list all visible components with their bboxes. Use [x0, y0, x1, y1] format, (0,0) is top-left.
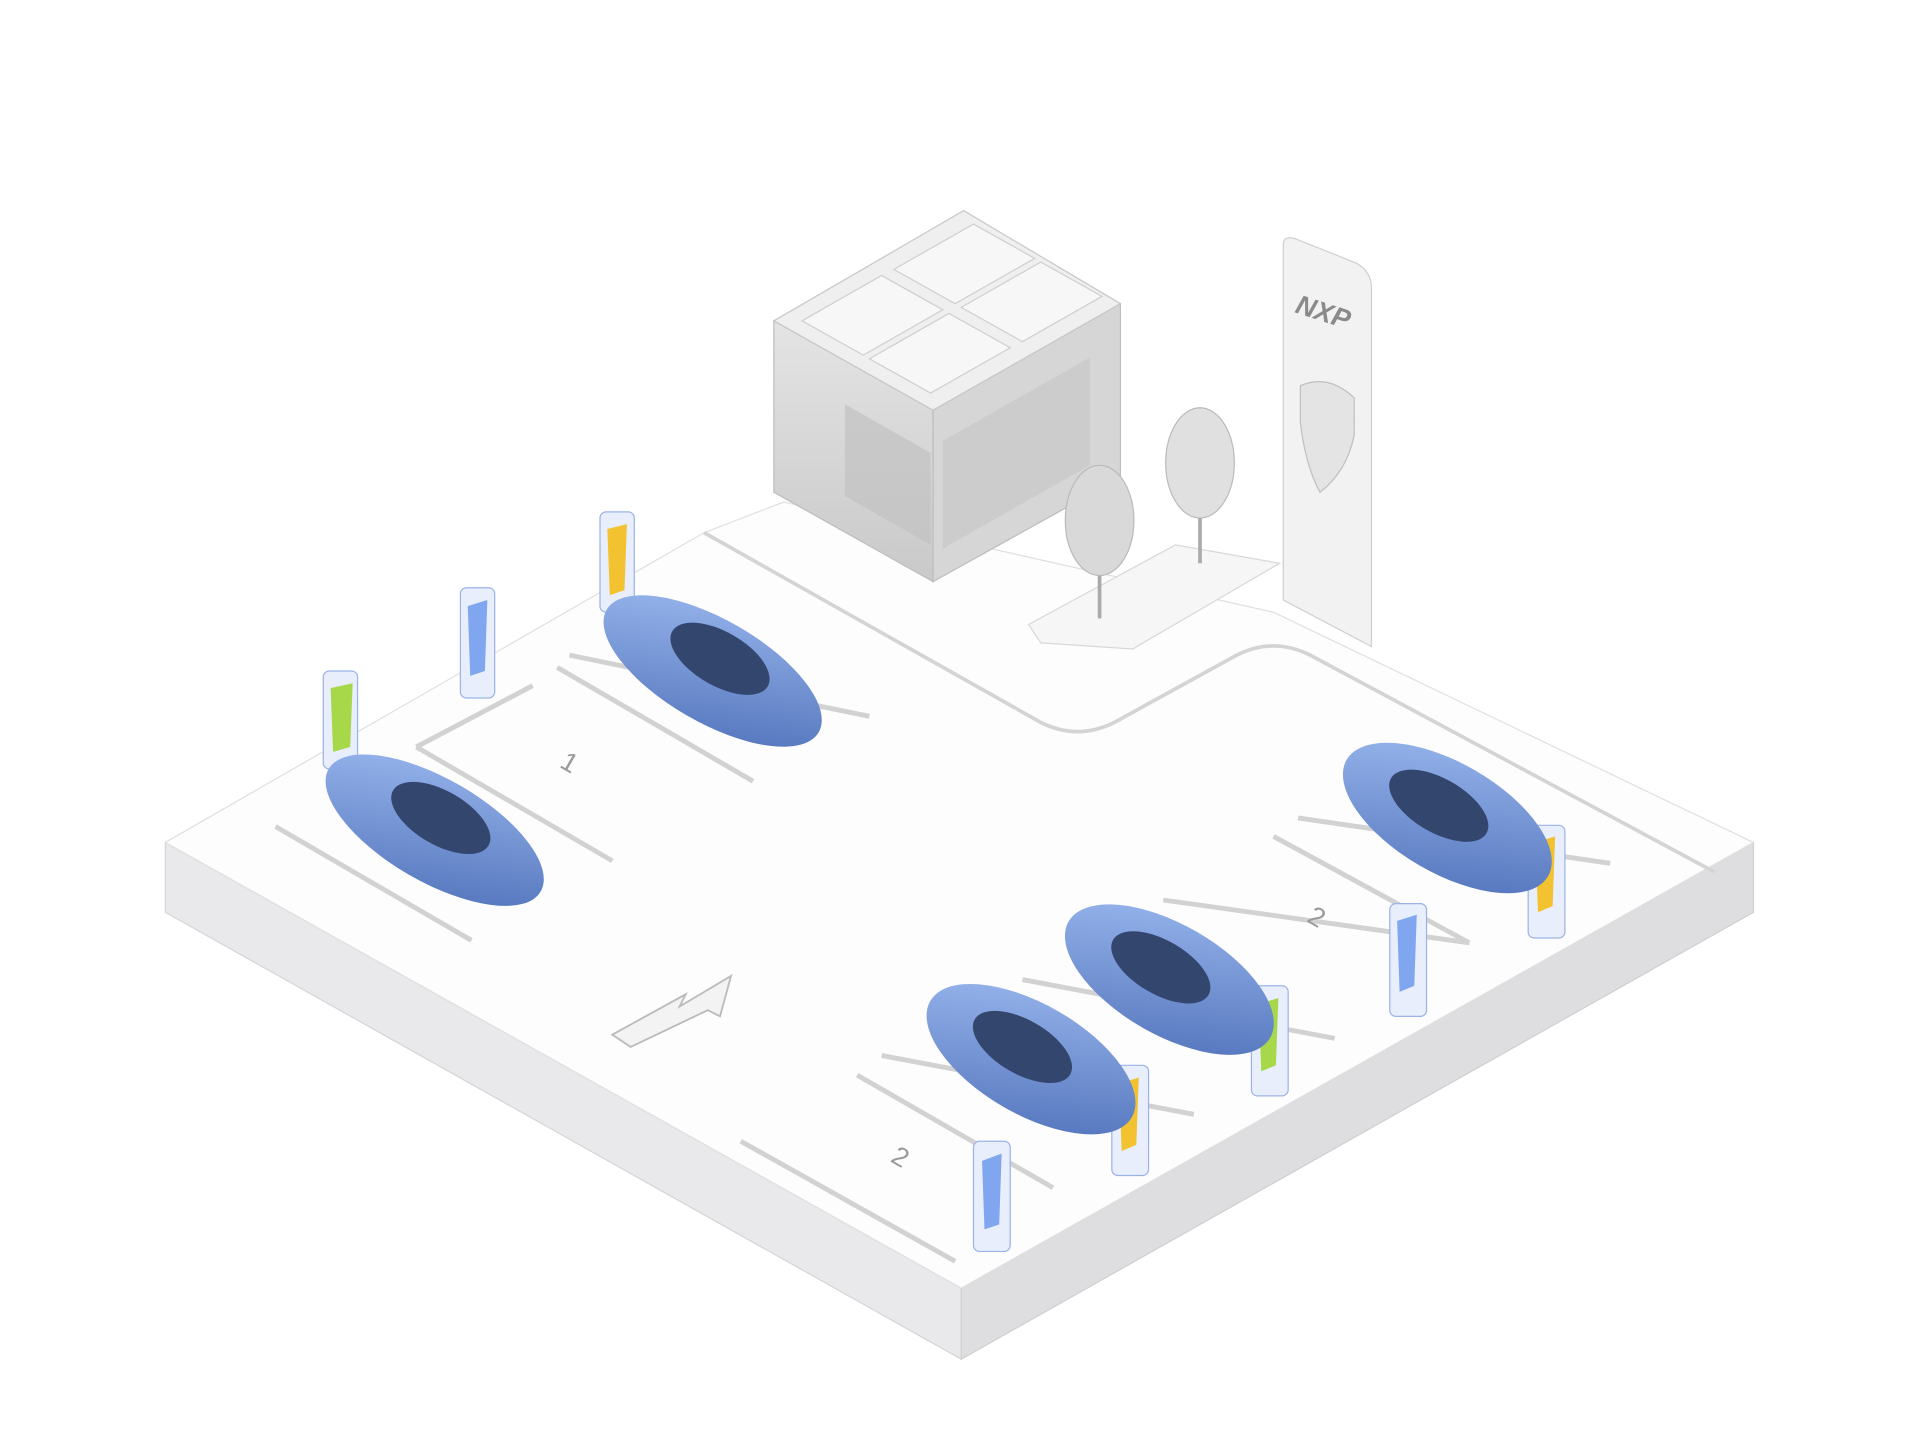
charger — [322, 670, 359, 770]
car — [926, 983, 1136, 1135]
nxp-sign-pylon: NXP — [1282, 237, 1373, 648]
tree — [1064, 464, 1135, 619]
planter — [1027, 544, 1282, 650]
platform — [164, 501, 1755, 1361]
charger — [459, 587, 496, 699]
car — [1342, 742, 1552, 894]
solar-panels — [800, 223, 1104, 394]
charger — [1389, 903, 1428, 1017]
window — [844, 404, 931, 545]
charger — [972, 1140, 1011, 1253]
direction-arrow-icon — [610, 973, 733, 1048]
building — [772, 209, 1122, 583]
car — [603, 595, 822, 747]
shield-icon — [1299, 381, 1355, 494]
charger — [599, 511, 635, 613]
window — [942, 357, 1090, 549]
tree — [1165, 407, 1235, 564]
car — [1064, 904, 1274, 1055]
car — [325, 754, 544, 906]
